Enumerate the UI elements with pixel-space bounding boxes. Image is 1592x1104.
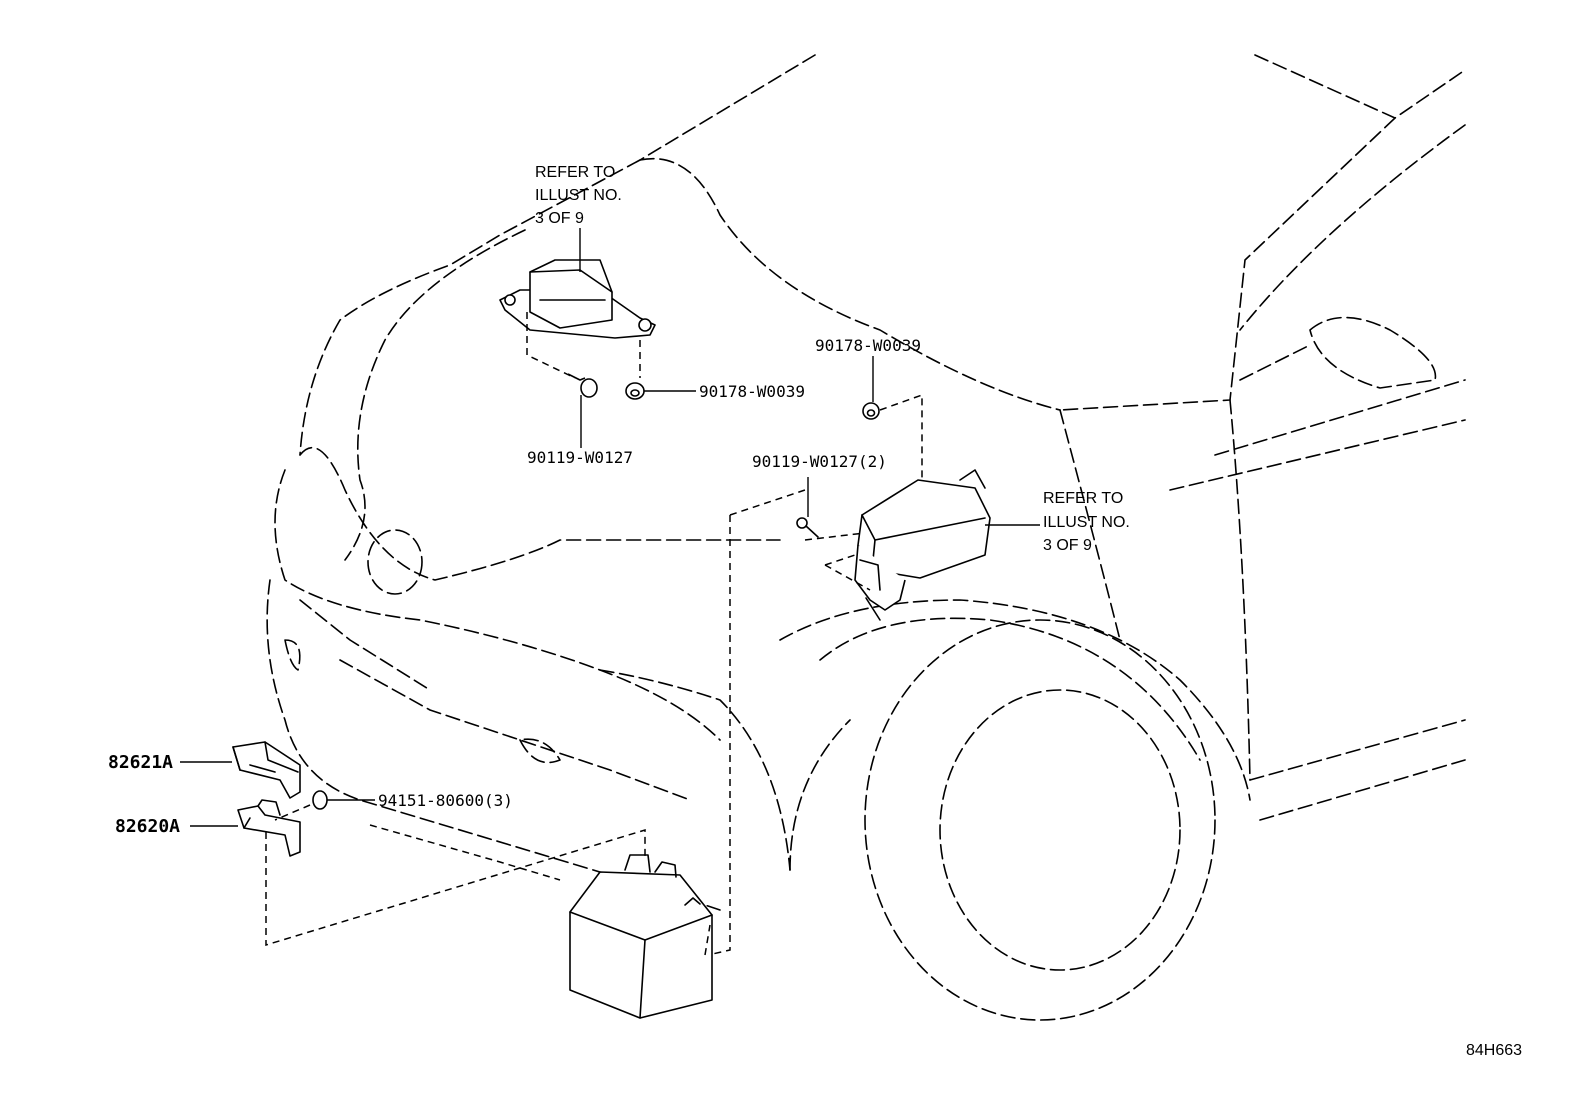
ref-top-line-2: ILLUST NO. [535,187,622,204]
vehicle-outline [266,54,1466,1021]
ref-note-top: REFER TO ILLUST NO. 3 OF 9 [535,164,622,227]
bolt-90119-left-icon [567,373,598,398]
label-nut-upper: 90178-W0039 [815,336,921,355]
upper-sensor-assembly [499,259,656,379]
label-bracket-cover: 82621A [108,752,173,773]
ref-right-line-2: ILLUST NO. [1043,514,1130,531]
bracket-82621-cover [232,741,301,799]
leader-lines [180,228,1040,827]
ref-right-line-3: 3 OF 9 [1043,537,1092,554]
illustration-code: 84H663 [1466,1042,1522,1059]
screw-dashed-path [274,804,311,821]
label-screw: 94151-80600(3) [378,791,513,810]
ref-note-right: REFER TO ILLUST NO. 3 OF 9 [1043,490,1130,554]
battery [569,854,713,1019]
label-bolt-right: 90119-W0127(2) [752,452,887,471]
bumper-dashed-path [369,824,561,881]
junction-box [824,469,991,621]
bracket-82620-base [237,799,301,857]
nut-dashed-path [879,393,923,480]
nut-90178-lower-icon [625,382,645,400]
label-bracket-base: 82620A [115,816,180,837]
battery-edge-dashed-path [704,924,711,956]
bolt-90119-right-icon [796,517,819,538]
ref-top-line-1: REFER TO [535,164,615,181]
ref-right-line-1: REFER TO [1043,490,1123,507]
label-nut-lower: 90178-W0039 [699,382,805,401]
nut-90178-upper-icon [862,402,880,420]
label-bolt-left: 90119-W0127 [527,448,633,467]
ref-top-line-3: 3 OF 9 [535,210,584,227]
screw-94151-icon [312,790,328,810]
